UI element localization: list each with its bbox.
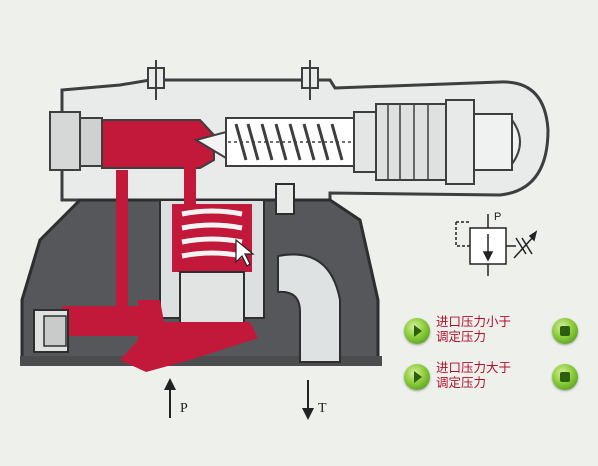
outlet-channel: [277, 253, 341, 363]
adjust-screw: [473, 113, 513, 171]
top-bolt-right: [301, 60, 319, 100]
option1-play-button[interactable]: [404, 318, 430, 344]
adjuster-body: [375, 103, 447, 181]
main-spool: [179, 271, 245, 325]
pilot-spring: [228, 123, 352, 161]
passage-center-vertical: [184, 166, 196, 206]
main-spring: [181, 208, 243, 259]
pilot-chamber-oil: [101, 119, 215, 169]
symbol-p-label: P: [494, 211, 501, 223]
top-bolt-left: [147, 60, 165, 100]
left-end-cap: [49, 111, 81, 171]
port-t-arrow: [302, 380, 314, 420]
option2-label: 进口压力大于 调定压力: [436, 360, 512, 390]
option2-play-button[interactable]: [404, 364, 430, 390]
passage-left-horizontal: [62, 306, 142, 336]
relief-valve-symbol: [455, 214, 538, 276]
mouse-cursor: [235, 238, 255, 267]
spring-seat: [353, 111, 377, 173]
plug-top: [275, 183, 295, 215]
lock-nut: [445, 99, 475, 185]
option1-stop-button[interactable]: [552, 318, 578, 344]
option1-label: 进口压力小于 调定压力: [436, 314, 512, 344]
port-t-label: T: [318, 401, 327, 416]
option2-stop-button[interactable]: [552, 364, 578, 390]
passage-left-vertical: [116, 170, 128, 310]
inlet-chamber-oil: [120, 300, 258, 372]
port-p-label: P: [180, 401, 188, 416]
port-p-arrow: [164, 378, 176, 418]
